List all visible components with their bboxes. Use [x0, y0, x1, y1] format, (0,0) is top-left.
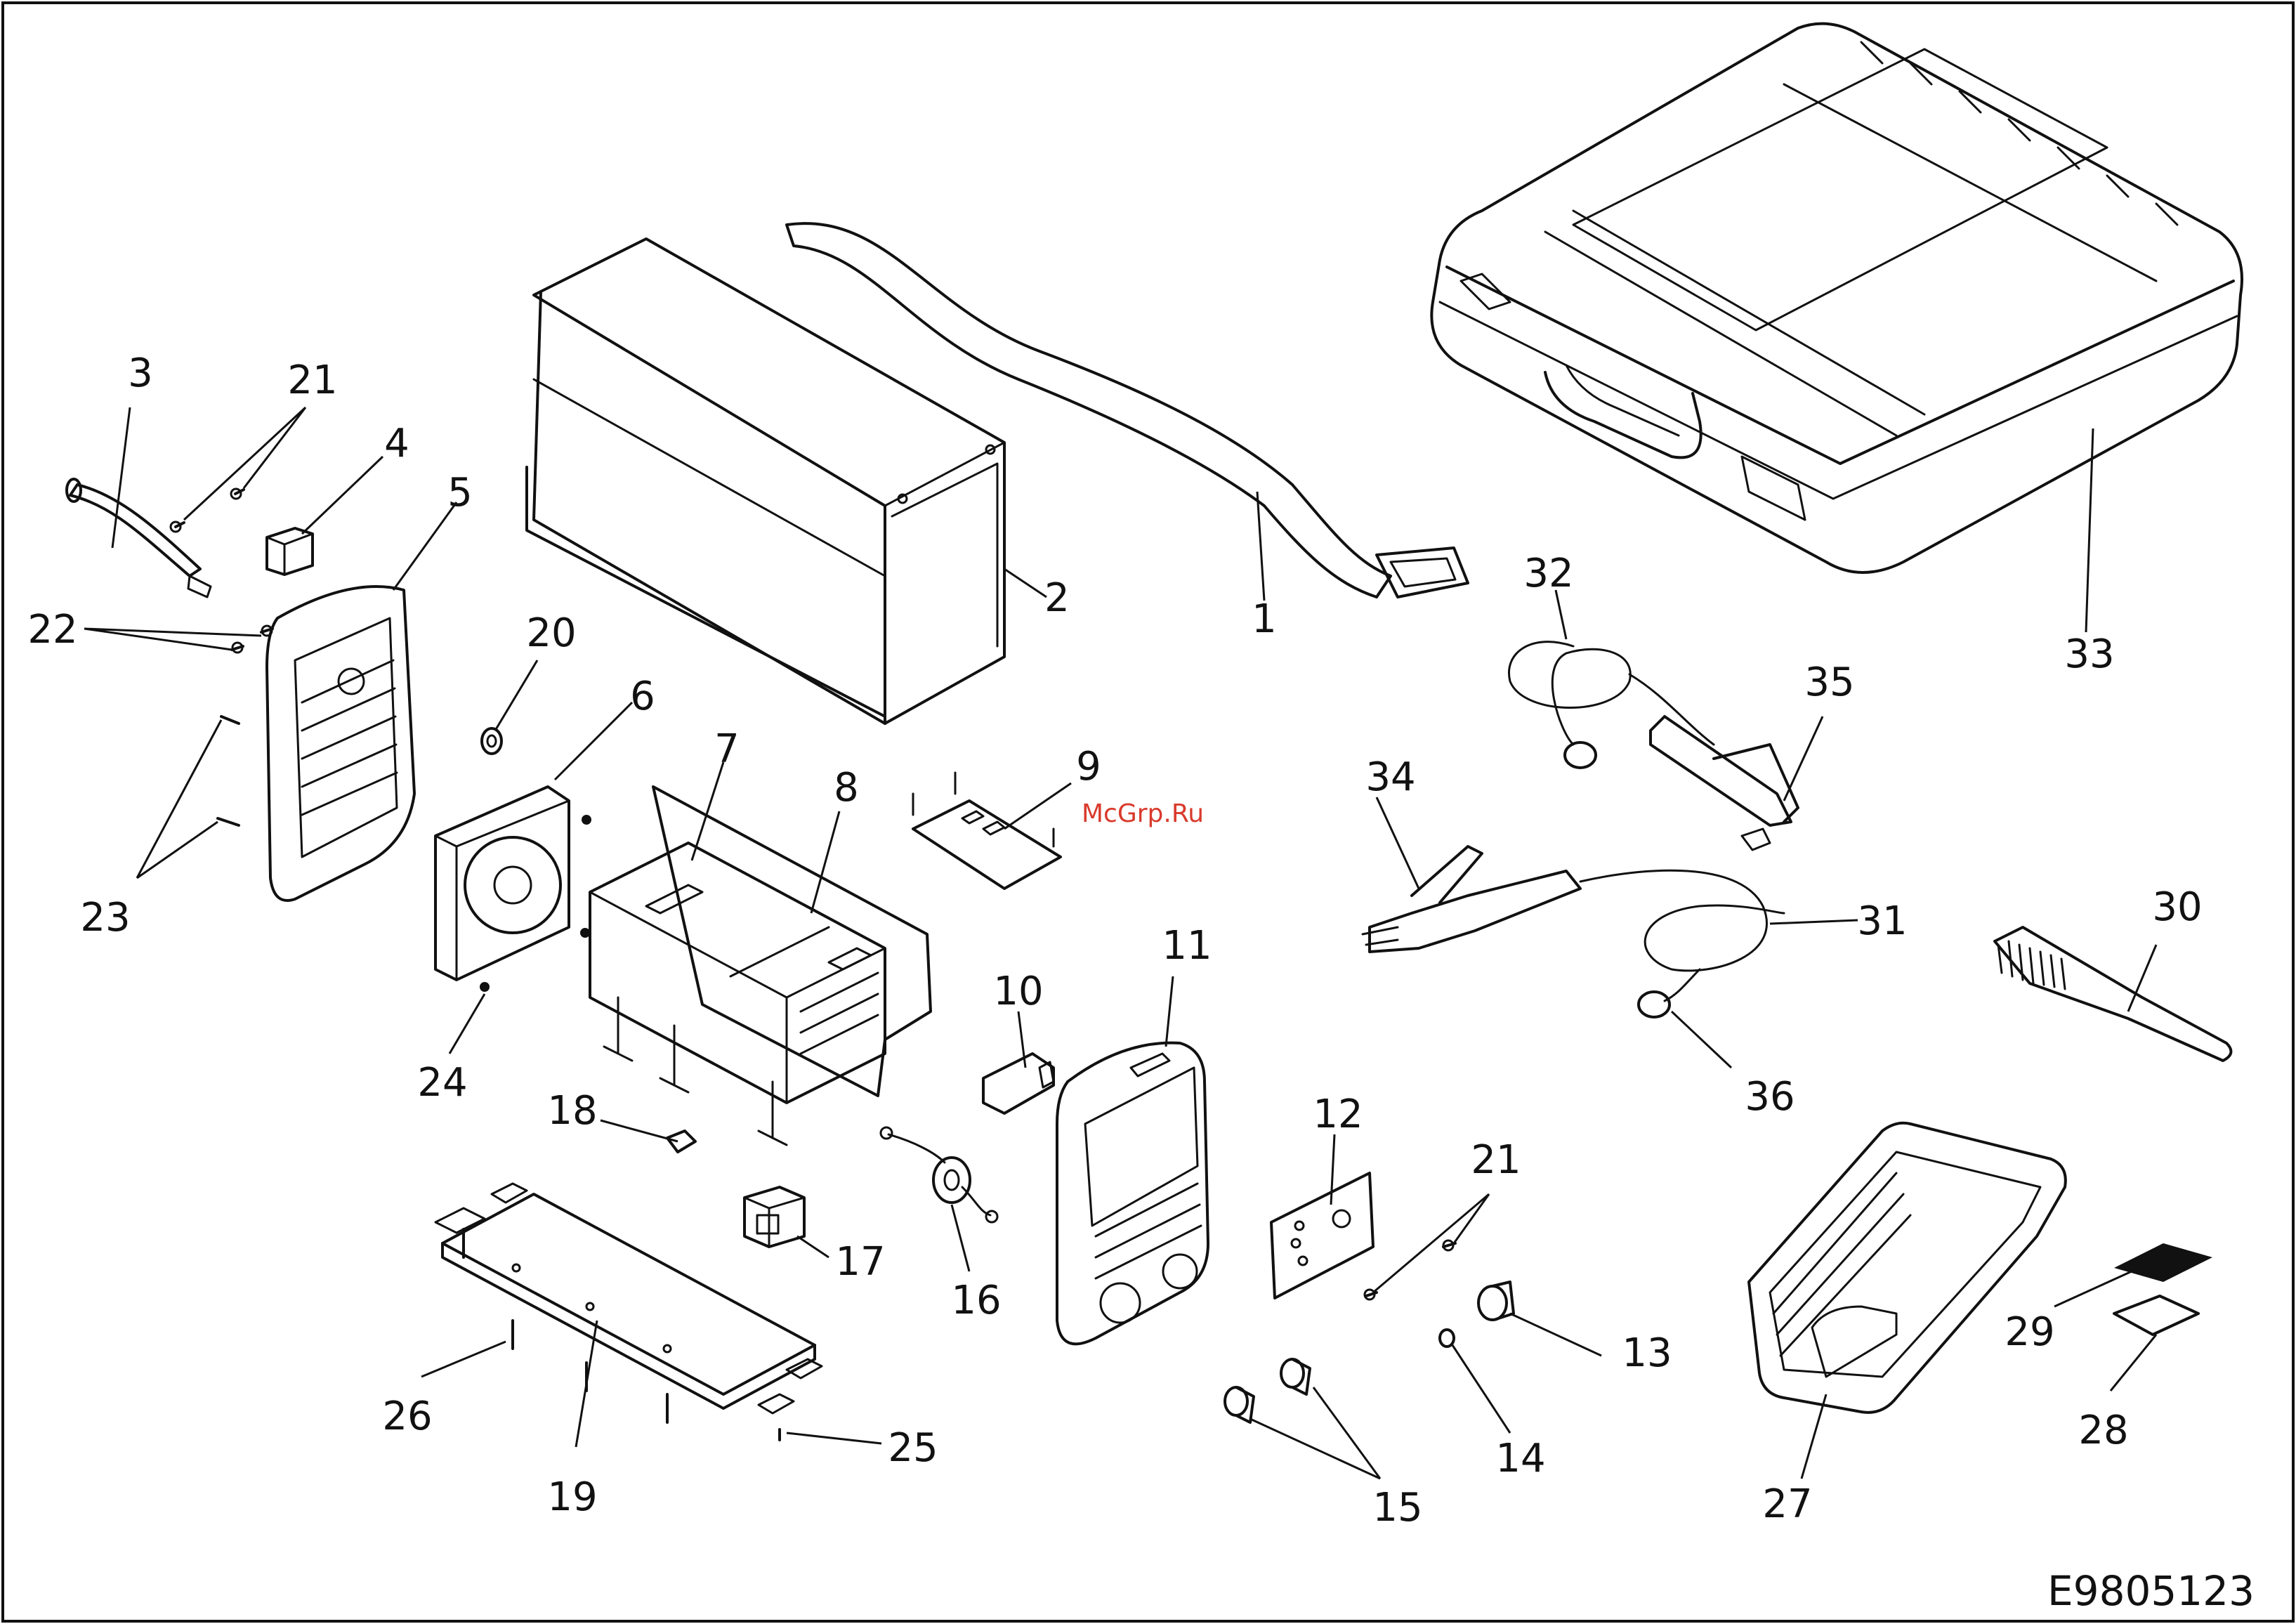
part-electrode-cable — [1580, 870, 1784, 1001]
callout-27: 27 — [1762, 1481, 1812, 1527]
callout-26: 26 — [382, 1394, 432, 1439]
callout-31: 31 — [1857, 898, 1907, 944]
callout-36: 36 — [1745, 1074, 1795, 1120]
callout-4: 4 — [384, 421, 409, 466]
callout-10: 10 — [993, 969, 1043, 1014]
part-dark-glass — [2114, 1243, 2212, 1282]
callout-16: 16 — [951, 1278, 1001, 1323]
part-switch — [267, 528, 313, 575]
callout-32: 32 — [1523, 551, 1573, 596]
part-base-plate — [435, 1184, 822, 1413]
callout-7: 7 — [714, 726, 740, 772]
callout-17: 17 — [835, 1239, 885, 1285]
part-power-board — [590, 787, 931, 1145]
callout-21-top: 21 — [287, 358, 337, 403]
part-carrying-case — [1431, 24, 2242, 572]
callout-11: 11 — [1162, 923, 1212, 969]
part-input-cable — [67, 479, 211, 597]
leader-lines — [84, 407, 2156, 1479]
callout-5: 5 — [447, 470, 473, 516]
callout-18: 18 — [547, 1088, 597, 1134]
part-cooling-fan — [435, 787, 569, 980]
callout-24: 24 — [417, 1060, 467, 1106]
part-earth-clamp — [1651, 716, 1798, 850]
part-cable-plug-36 — [1639, 992, 1669, 1017]
part-cable-plug-32 — [1565, 742, 1596, 768]
watermark-text: McGrp.Ru — [1082, 799, 1204, 828]
part-knob-cap — [1440, 1330, 1454, 1347]
callout-2: 2 — [1044, 575, 1070, 621]
part-accessory-tray — [1749, 1123, 2066, 1413]
callout-30: 30 — [2152, 884, 2202, 930]
callout-23: 23 — [80, 895, 130, 941]
part-dinse-sockets — [1225, 1359, 1310, 1422]
part-electrode-holder — [1363, 846, 1580, 952]
drawing-code: E9805123 — [2047, 1567, 2255, 1615]
callout-28: 28 — [2078, 1408, 2128, 1453]
callout-15: 15 — [1372, 1485, 1422, 1531]
part-top-cover — [527, 239, 1004, 723]
part-knob — [1478, 1282, 1514, 1320]
callout-6: 6 — [630, 674, 655, 719]
callout-14: 14 — [1495, 1436, 1545, 1481]
part-front-panel — [1057, 1043, 1208, 1344]
callout-3: 3 — [128, 351, 153, 396]
callout-34: 34 — [1365, 754, 1415, 800]
callout-13: 13 — [1622, 1330, 1672, 1376]
callout-29: 29 — [2005, 1309, 2054, 1355]
part-choke — [744, 1187, 804, 1247]
part-earth-cable — [881, 1127, 997, 1222]
part-control-pcb — [913, 773, 1061, 889]
callout-25: 25 — [888, 1425, 938, 1471]
callout-33: 33 — [2064, 631, 2114, 677]
callout-22: 22 — [27, 607, 77, 653]
callout-35: 35 — [1804, 660, 1854, 705]
callout-21-bottom: 21 — [1471, 1137, 1521, 1183]
part-thermostat — [667, 1131, 695, 1152]
part-shoulder-strap — [787, 223, 1468, 597]
callout-8: 8 — [834, 765, 859, 811]
callout-20: 20 — [526, 610, 576, 656]
callout-1: 1 — [1252, 596, 1277, 642]
callout-19: 19 — [547, 1474, 597, 1520]
part-rear-panel — [267, 587, 414, 901]
part-label-plate — [1271, 1173, 1373, 1298]
callout-labels: 1 2 3 4 5 6 7 8 9 10 11 12 13 14 15 16 1… — [27, 351, 2202, 1531]
callout-12: 12 — [1313, 1092, 1363, 1137]
part-filter-lens — [2114, 1296, 2198, 1335]
part-grommet — [482, 728, 501, 754]
part-wire-brush — [1995, 927, 2231, 1061]
callout-9: 9 — [1076, 744, 1101, 790]
part-small-pcb — [983, 1054, 1054, 1113]
